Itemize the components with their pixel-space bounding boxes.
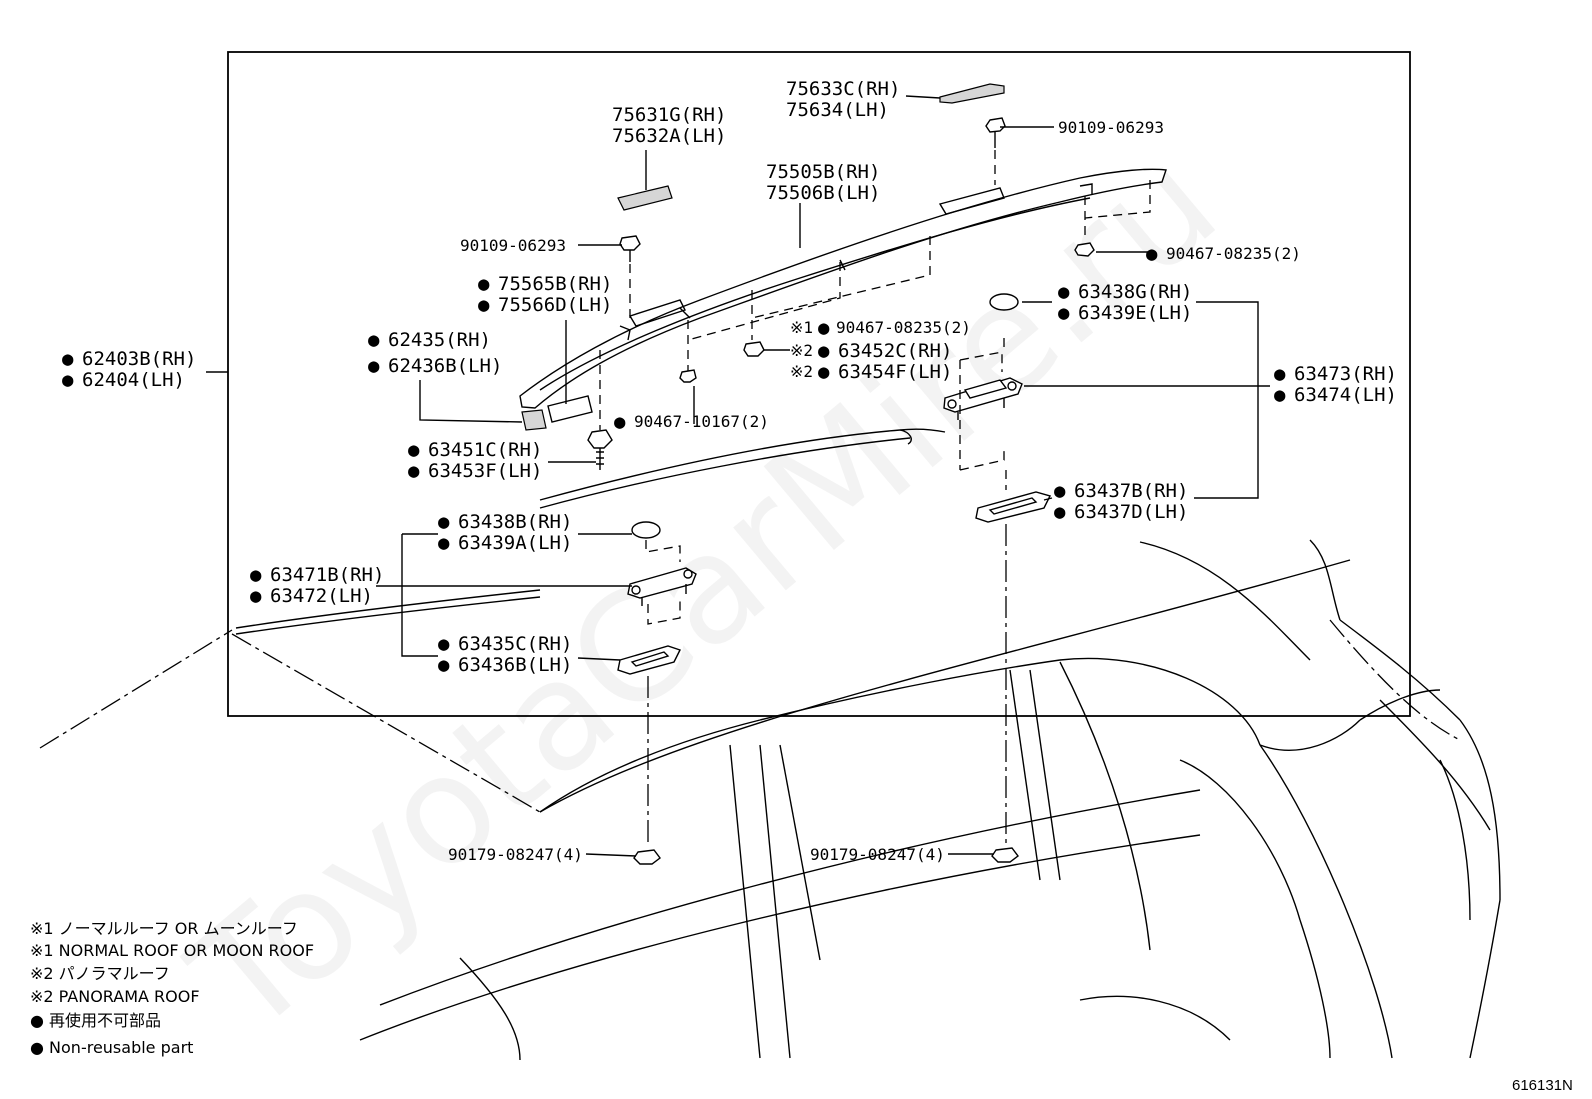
callout-63437b: 63437B(RH) bbox=[1074, 480, 1188, 502]
dot-marker: ● bbox=[1274, 384, 1286, 406]
callout-90467-08235-right: 90467-08235(2) bbox=[1166, 244, 1301, 263]
rail-pad-part bbox=[547, 395, 593, 423]
dot-marker: ● bbox=[438, 511, 450, 533]
callout-63472: 63472(LH) bbox=[270, 585, 373, 607]
part-callouts: 75633C(RH) 75634(LH) 90109-06293 75631G(… bbox=[62, 78, 1397, 864]
rail-end-piece-part bbox=[521, 409, 547, 431]
nut-icon bbox=[991, 847, 1019, 863]
screw-icon bbox=[619, 235, 641, 318]
front-gasket-part bbox=[617, 645, 681, 675]
dot-marker: ● bbox=[408, 460, 420, 482]
front-rail-bracket-part bbox=[627, 567, 697, 606]
dot-marker: ● bbox=[1058, 302, 1070, 324]
dot-marker: ● bbox=[614, 411, 626, 433]
callout-90109-top: 90109-06293 bbox=[1058, 118, 1164, 137]
legend-line-3: ※2 パノラマルーフ bbox=[30, 964, 170, 983]
dot-marker: ● bbox=[478, 294, 490, 316]
pad-washer-part bbox=[989, 293, 1019, 311]
dot-marker: ● bbox=[818, 340, 830, 362]
note-marker-1: ※1 bbox=[790, 318, 813, 337]
dot-marker: ● bbox=[438, 654, 450, 676]
legend-line-6: ● Non-reusable part bbox=[30, 1038, 193, 1057]
callout-63439a: 63439A(LH) bbox=[458, 532, 572, 554]
clip-icon bbox=[679, 369, 697, 383]
diagram-code: 616131N bbox=[1512, 1077, 1573, 1094]
callout-75632a: 75632A(LH) bbox=[612, 125, 726, 147]
clip-icon bbox=[1074, 180, 1151, 257]
callout-63435c: 63435C(RH) bbox=[458, 633, 572, 655]
legend-line-2: ※1 NORMAL ROOF OR MOON ROOF bbox=[30, 941, 314, 960]
callout-63453f: 63453F(LH) bbox=[428, 460, 542, 482]
dot-marker: ● bbox=[250, 585, 262, 607]
callout-75634: 75634(LH) bbox=[786, 99, 889, 121]
callout-62404: 62404(LH) bbox=[82, 369, 185, 391]
legend-line-4: ※2 PANORAMA ROOF bbox=[30, 987, 200, 1006]
callout-63439e: 63439E(LH) bbox=[1078, 302, 1192, 324]
bolt-icon bbox=[587, 429, 613, 470]
dot-marker: ● bbox=[438, 532, 450, 554]
callout-75633c: 75633C(RH) bbox=[786, 78, 900, 100]
leader-lines bbox=[206, 95, 1270, 857]
callout-62435: 62435(RH) bbox=[388, 329, 491, 351]
callout-63437d: 63437D(LH) bbox=[1074, 501, 1188, 523]
legend: ※1 ノーマルルーフ OR ムーンルーフ ※1 NORMAL ROOF OR M… bbox=[30, 919, 314, 1057]
callout-63473: 63473(RH) bbox=[1294, 363, 1397, 385]
callout-63474: 63474(LH) bbox=[1294, 384, 1397, 406]
callout-75505b: 75505B(RH) bbox=[766, 161, 880, 183]
callout-63438g: 63438G(RH) bbox=[1078, 281, 1192, 303]
diagram-frame bbox=[227, 51, 1411, 717]
note-marker-2: ※2 bbox=[790, 362, 813, 381]
callout-75565b: 75565B(RH) bbox=[498, 273, 612, 295]
clip-icon bbox=[743, 341, 765, 357]
note-marker-2: ※2 bbox=[790, 341, 813, 360]
callout-90179-left: 90179-08247(4) bbox=[448, 845, 583, 864]
dot-marker: ● bbox=[1054, 501, 1066, 523]
roof-rail-main-part bbox=[519, 168, 1167, 409]
callout-63452c: 63452C(RH) bbox=[838, 340, 952, 362]
callout-90179-right: 90179-08247(4) bbox=[810, 845, 945, 864]
rail-end-cover-rear-part bbox=[617, 185, 673, 211]
callout-75506b: 75506B(LH) bbox=[766, 182, 880, 204]
callout-75566d: 75566D(LH) bbox=[498, 294, 612, 316]
callout-90467-10167: 90467-10167(2) bbox=[634, 412, 769, 431]
dot-marker: ● bbox=[478, 273, 490, 295]
dot-marker: ● bbox=[368, 329, 380, 351]
rail-end-cover-front-part bbox=[939, 83, 1005, 104]
callout-63471b: 63471B(RH) bbox=[270, 564, 384, 586]
callout-62436b: 62436B(LH) bbox=[388, 355, 502, 377]
dot-marker: ● bbox=[1146, 243, 1158, 265]
legend-line-5: ● 再使用不可部品 bbox=[30, 1011, 161, 1030]
dot-marker: ● bbox=[250, 564, 262, 586]
dot-marker: ● bbox=[818, 317, 830, 339]
dot-marker: ● bbox=[1058, 281, 1070, 303]
callout-63454f: 63454F(LH) bbox=[838, 361, 952, 383]
dot-marker: ● bbox=[62, 369, 74, 391]
rear-gasket-part bbox=[975, 491, 1052, 523]
dot-marker: ● bbox=[1054, 480, 1066, 502]
nut-icon bbox=[633, 849, 661, 865]
roof-edge-moulding bbox=[539, 428, 946, 501]
pad-washer-part bbox=[631, 521, 661, 539]
dot-marker: ● bbox=[408, 439, 420, 461]
callout-63436b: 63436B(LH) bbox=[458, 654, 572, 676]
callout-63438b: 63438B(RH) bbox=[458, 511, 572, 533]
callout-90109-left: 90109-06293 bbox=[460, 236, 566, 255]
callout-75631g: 75631G(RH) bbox=[612, 104, 726, 126]
rear-rail-bracket-part bbox=[943, 377, 1023, 420]
dot-marker: ● bbox=[368, 355, 380, 377]
callout-63451c: 63451C(RH) bbox=[428, 439, 542, 461]
car-body-outline bbox=[39, 539, 1501, 1061]
dot-marker: ● bbox=[1274, 363, 1286, 385]
callout-62403b: 62403B(RH) bbox=[82, 348, 196, 370]
dot-marker: ● bbox=[62, 348, 74, 370]
dot-marker: ● bbox=[818, 361, 830, 383]
legend-line-1: ※1 ノーマルルーフ OR ムーンルーフ bbox=[30, 919, 298, 938]
callout-90467-08235-center: 90467-08235(2) bbox=[836, 318, 971, 337]
screw-icon bbox=[985, 117, 1006, 185]
dot-marker: ● bbox=[438, 633, 450, 655]
